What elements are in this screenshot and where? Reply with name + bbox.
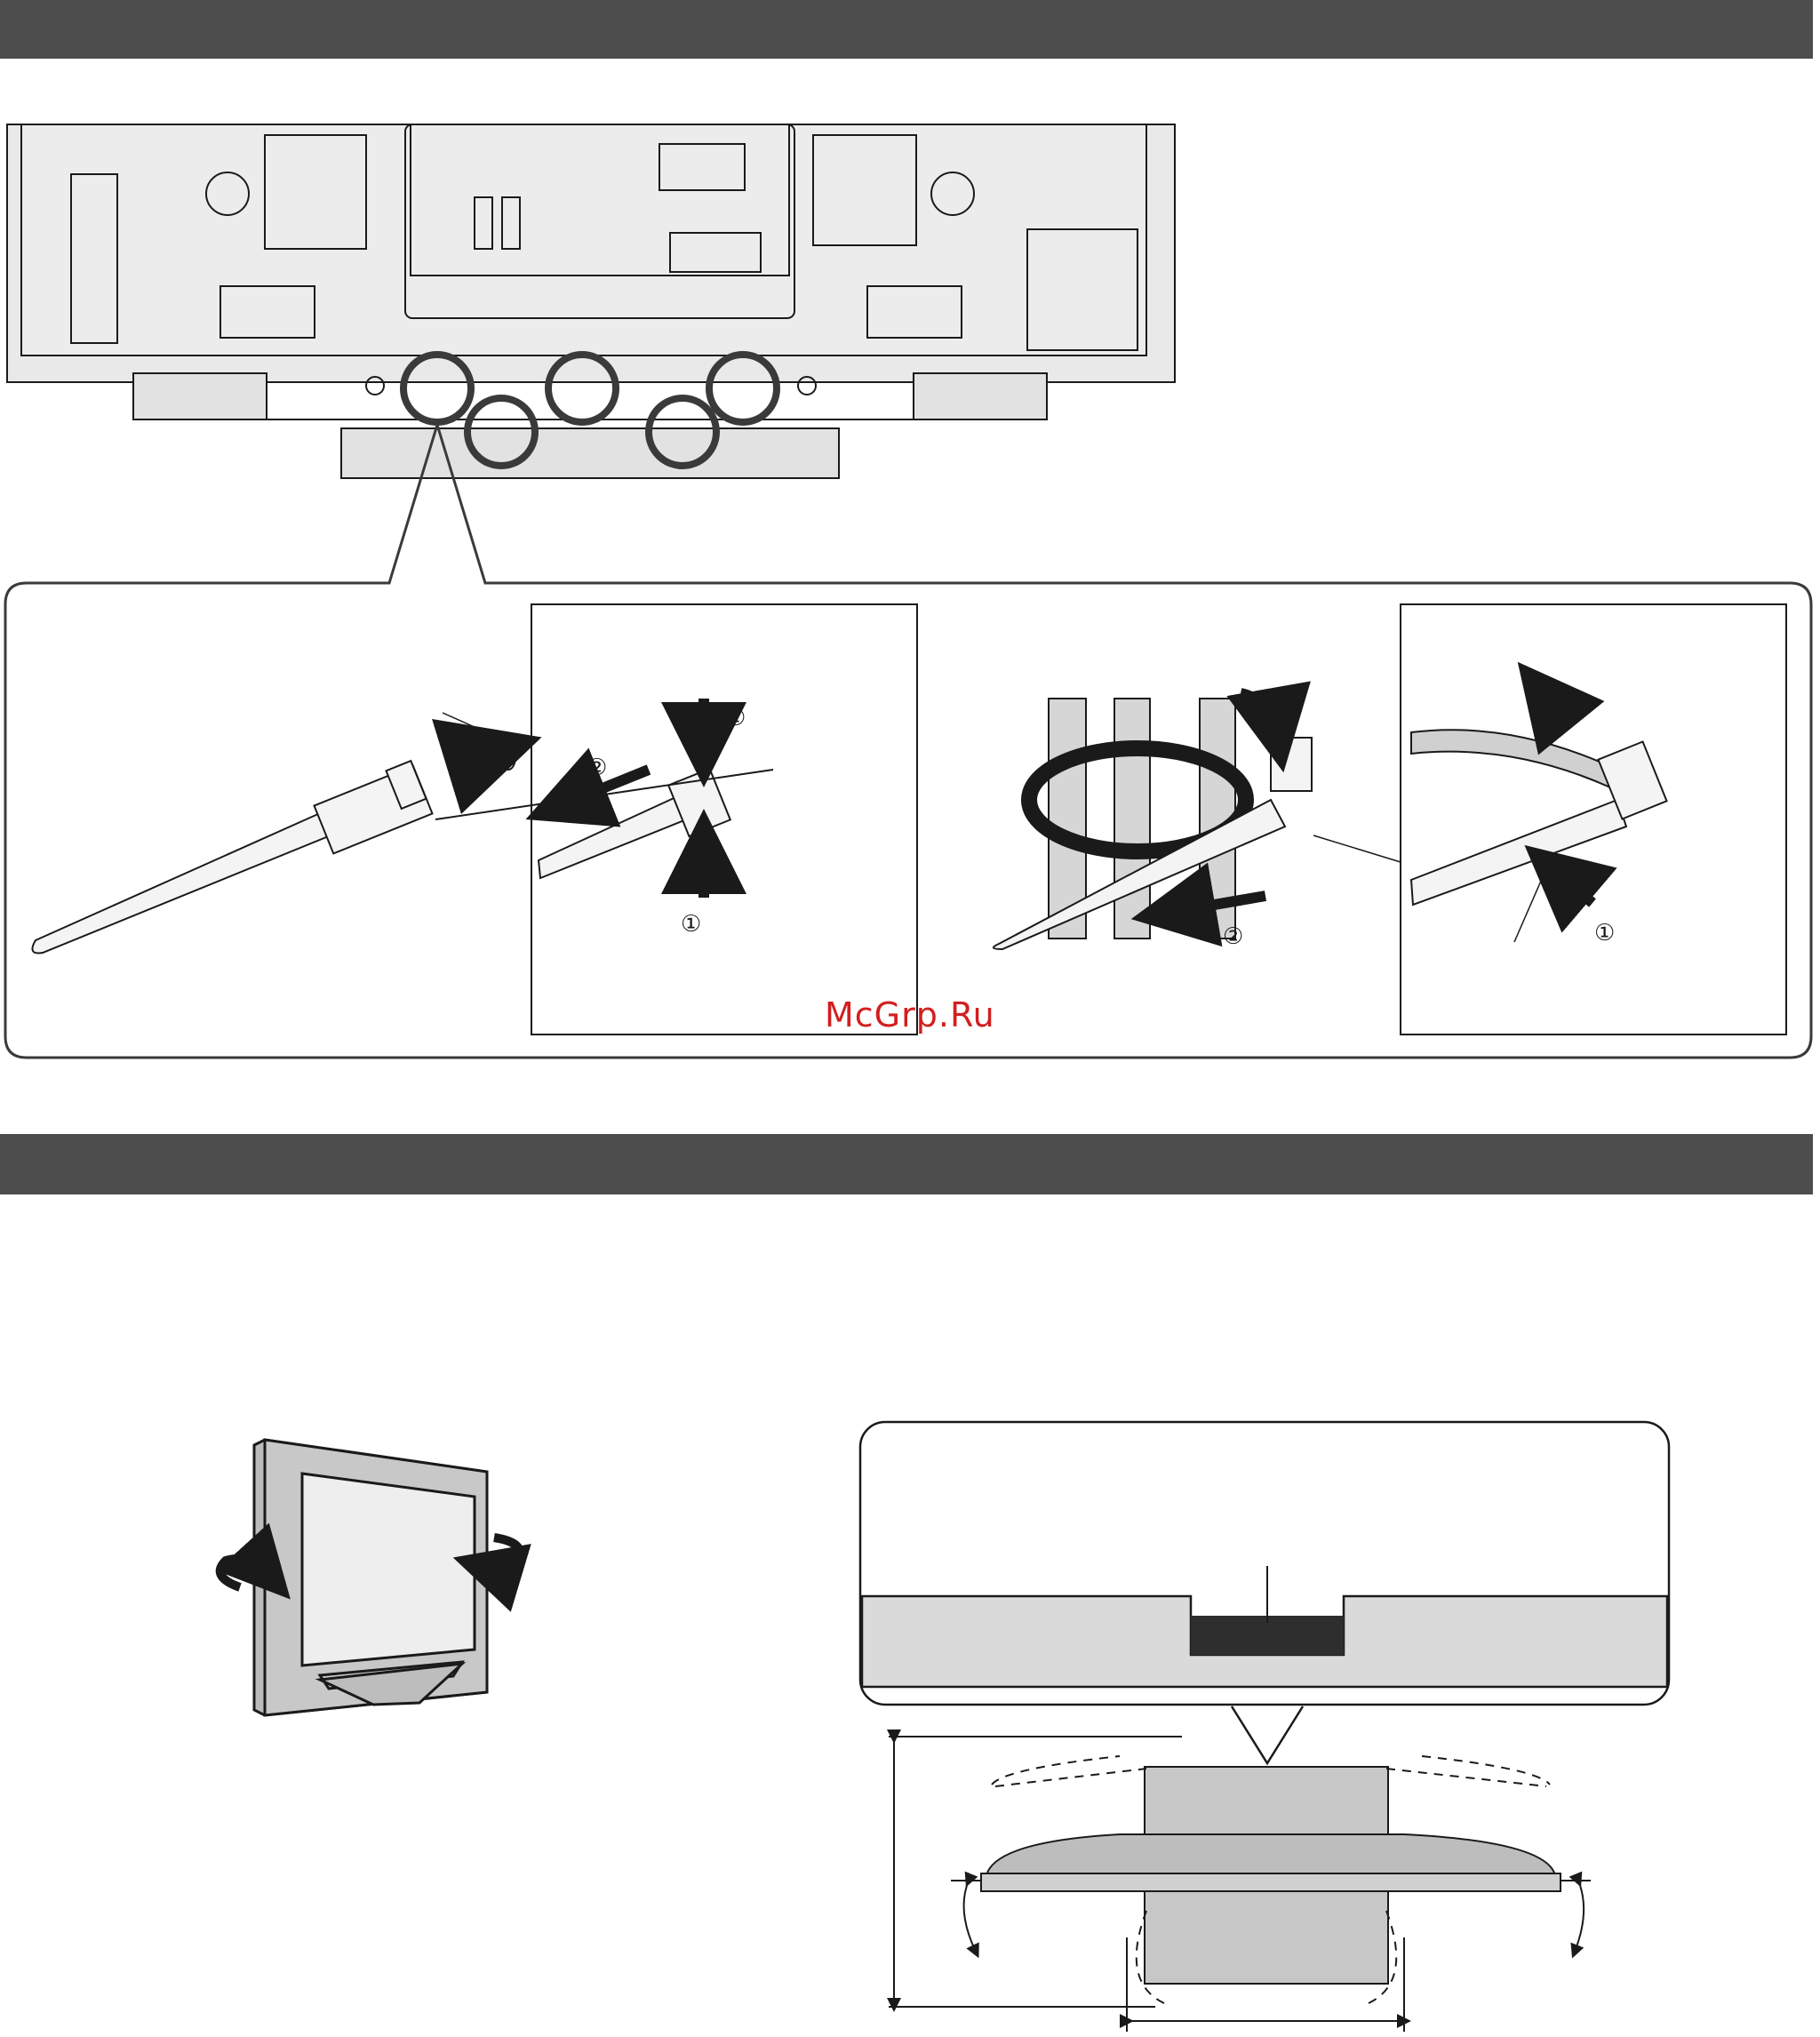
swivel-top-view xyxy=(981,1756,1561,2003)
cable-tie-illustration xyxy=(32,745,515,953)
rotate-arrow-icon xyxy=(1241,693,1276,731)
tv-rear-panel xyxy=(7,124,1175,478)
callout-step-2: ② xyxy=(587,755,607,781)
callout-step-2: ② xyxy=(1223,923,1243,950)
callout-step-2: ② xyxy=(1559,687,1579,714)
callout-step-1: ① xyxy=(681,911,701,938)
push-arrow-icon xyxy=(448,752,494,766)
tv-front-icon xyxy=(254,1440,487,1715)
watermark: McGrp.Ru xyxy=(825,995,995,1034)
callout-step-1: ① xyxy=(1594,920,1615,947)
callout-step-1: ① xyxy=(725,705,746,731)
rotate-arrow-icon xyxy=(487,1538,520,1570)
bundle-tie-illustration xyxy=(994,699,1312,949)
callout-step-1: ① xyxy=(1283,696,1304,723)
